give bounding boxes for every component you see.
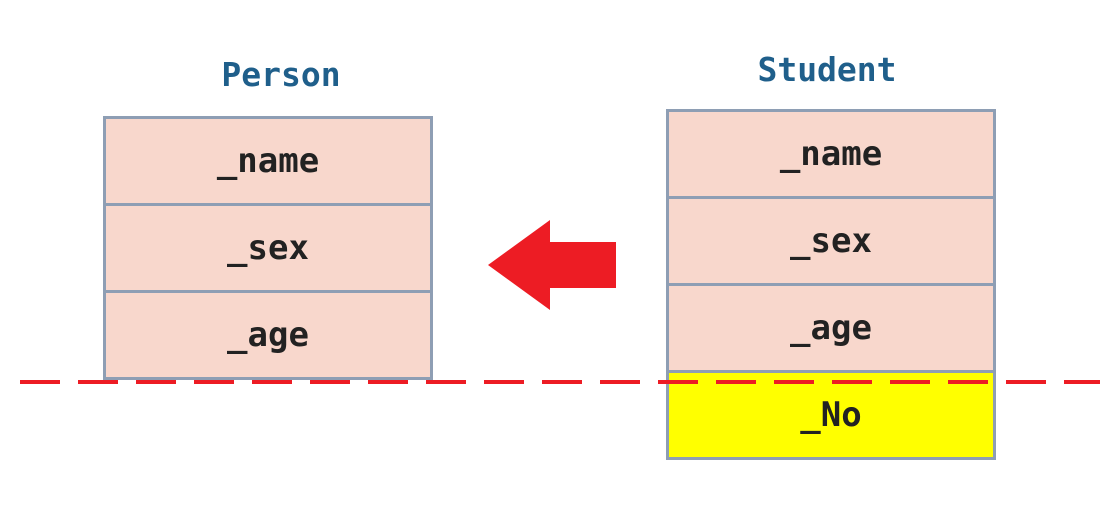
student-field-no: _No	[666, 370, 996, 460]
student-field-name: _name	[666, 109, 996, 199]
person-field-name: _name	[103, 116, 433, 206]
student-field-sex: _sex	[666, 196, 996, 286]
person-field-sex: _sex	[103, 203, 433, 293]
person-title: Person	[221, 55, 341, 94]
student-fields-stack: _name _sex _age _No	[666, 109, 996, 460]
student-field-age: _age	[666, 283, 996, 373]
person-field-age: _age	[103, 290, 433, 380]
arrow-shape	[488, 220, 616, 310]
inheritance-arrow-left-icon	[488, 220, 616, 310]
student-title: Student	[757, 50, 897, 89]
person-fields-stack: _name _sex _age	[103, 116, 433, 380]
memory-boundary-dashed-line	[20, 380, 1100, 384]
